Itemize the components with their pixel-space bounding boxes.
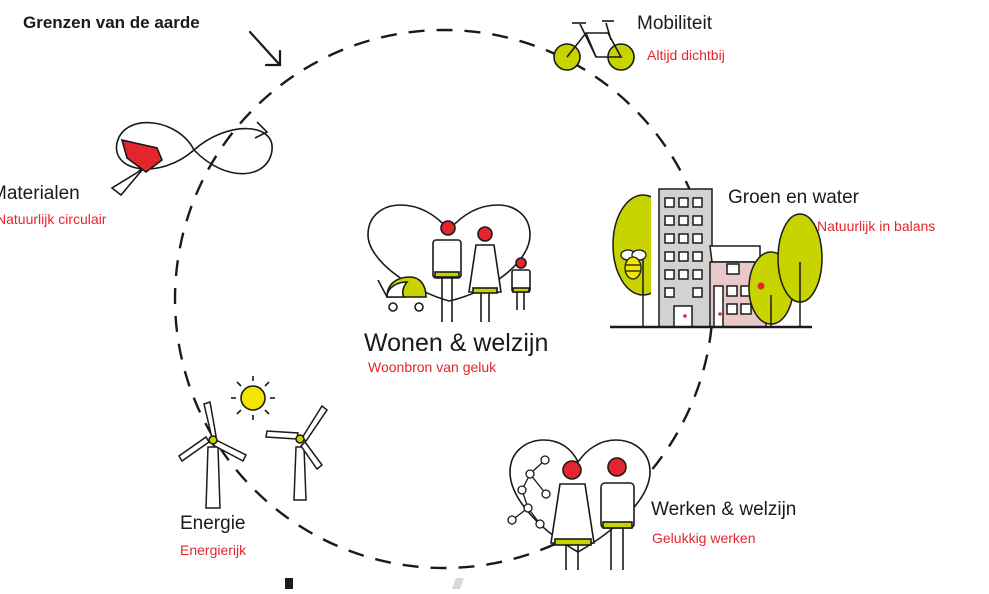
werken-subtitle: Gelukkig werken (652, 530, 756, 546)
arrow-icon (248, 30, 282, 67)
header-label: Grenzen van de aarde (23, 13, 200, 32)
wind-turbines-icon (177, 401, 329, 509)
hammer-infinity-icon (110, 121, 273, 197)
energie-title: Energie (180, 513, 246, 534)
sun-icon (231, 376, 275, 420)
buildings-trees-icon (610, 188, 823, 329)
mobiliteit-title: Mobiliteit (637, 13, 712, 34)
center-title: Wonen & welzijn (364, 329, 549, 357)
energie-subtitle: Energierijk (180, 542, 247, 558)
materialen-title: Materialen (0, 183, 80, 204)
groen-title: Groen en water (728, 187, 859, 208)
center-subtitle: Woonbron van geluk (368, 359, 497, 375)
bee-icon (620, 249, 647, 280)
mobiliteit-subtitle: Altijd dichtbij (647, 47, 725, 63)
partial-marks (285, 578, 464, 589)
couple-heart-icon (507, 439, 651, 570)
werken-title: Werken & welzijn (651, 499, 797, 520)
materialen-subtitle: Natuurlijk circulair (0, 211, 107, 227)
groen-subtitle: Natuurlijk in balans (817, 218, 936, 234)
family-heart-icon (367, 204, 531, 322)
bicycle-icon (553, 20, 635, 71)
